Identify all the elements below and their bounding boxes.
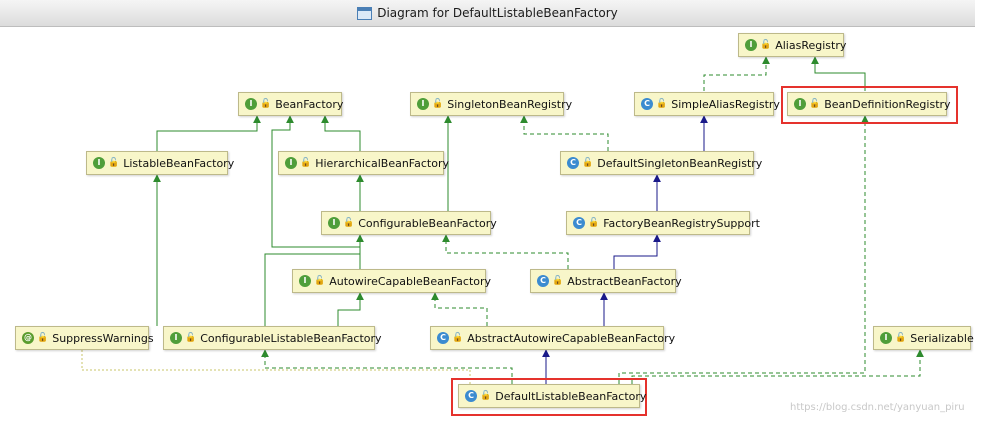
interface-icon: I	[745, 39, 757, 51]
lock-icon: 🔓	[552, 276, 564, 286]
node-label: AbstractAutowireCapableBeanFactory	[467, 331, 676, 345]
node-label: DefaultListableBeanFactory	[495, 389, 647, 403]
interface-icon: I	[93, 157, 105, 169]
edge-dlbf-to-beandefreg	[618, 115, 869, 384]
lock-icon: 🔓	[314, 276, 326, 286]
node-label: Serializable	[910, 331, 974, 345]
node-default-singleton-bean-registry[interactable]: C 🔓 DefaultSingletonBeanRegistry	[560, 151, 762, 175]
class-icon: C	[437, 332, 449, 344]
lock-icon: 🔓	[108, 158, 120, 168]
node-label: DefaultSingletonBeanRegistry	[597, 156, 763, 170]
lock-icon: 🔓	[809, 99, 821, 109]
node-alias-registry[interactable]: I 🔓 AliasRegistry	[738, 33, 847, 57]
node-bean-definition-registry[interactable]: I 🔓 BeanDefinitionRegistry	[787, 92, 951, 116]
node-singleton-bean-registry[interactable]: I 🔓 SingletonBeanRegistry	[410, 92, 572, 116]
node-label: FactoryBeanRegistrySupport	[603, 216, 760, 230]
node-label: SuppressWarnings	[52, 331, 154, 345]
lock-icon: 🔓	[588, 218, 600, 228]
node-suppress-warnings[interactable]: @ 🔓 SuppressWarnings	[15, 326, 154, 350]
interface-icon: I	[170, 332, 182, 344]
window-titlebar: Diagram for DefaultListableBeanFactory	[0, 0, 975, 27]
lock-icon: 🔓	[656, 99, 668, 109]
lock-icon: 🔓	[185, 333, 197, 343]
lock-icon: 🔓	[760, 40, 772, 50]
node-default-listable-bean-factory[interactable]: C 🔓 DefaultListableBeanFactory	[458, 384, 646, 408]
edge-suppresswarnings-annotation	[81, 350, 471, 396]
lock-icon: 🔓	[300, 158, 312, 168]
node-listable-bean-factory[interactable]: I 🔓 ListableBeanFactory	[86, 151, 234, 175]
node-label: BeanFactory	[275, 97, 344, 111]
lock-icon: 🔓	[452, 333, 464, 343]
node-abstract-autowire-capable-bean-factory[interactable]: C 🔓 AbstractAutowireCapableBeanFactory	[430, 326, 675, 350]
node-label: ListableBeanFactory	[123, 156, 235, 170]
node-label: SingletonBeanRegistry	[447, 97, 573, 111]
node-factory-bean-registry-support[interactable]: C 🔓 FactoryBeanRegistrySupport	[566, 211, 760, 235]
edge-listable-to-beanfactory	[156, 115, 261, 151]
node-configurable-listable-bean-factory[interactable]: I 🔓 ConfigurableListableBeanFactory	[163, 326, 382, 350]
watermark: https://blog.csdn.net/yanyuan_piru	[790, 402, 965, 413]
node-configurable-bean-factory[interactable]: I 🔓 ConfigurableBeanFactory	[321, 211, 497, 235]
node-bean-factory[interactable]: I 🔓 BeanFactory	[238, 92, 344, 116]
node-label: ConfigurableBeanFactory	[358, 216, 497, 230]
annotation-icon: @	[22, 332, 34, 344]
class-icon: C	[465, 390, 477, 402]
window-title: Diagram for DefaultListableBeanFactory	[377, 6, 618, 20]
lock-icon: 🔓	[432, 99, 444, 109]
interface-icon: I	[417, 98, 429, 110]
lock-icon: 🔓	[895, 333, 907, 343]
edge-abstractbf-to-factorybeanreg	[613, 234, 661, 269]
lock-icon: 🔓	[260, 99, 272, 109]
edge-abstractbf-to-configurable	[442, 234, 569, 269]
node-autowire-capable-bean-factory[interactable]: I 🔓 AutowireCapableBeanFactory	[292, 269, 491, 293]
interface-icon: I	[328, 217, 340, 229]
class-icon: C	[641, 98, 653, 110]
highlight-default-listable-bean-factory	[451, 378, 647, 416]
edge-clbf-to-configurable	[264, 234, 364, 326]
lock-icon: 🔓	[582, 158, 594, 168]
node-hierarchical-bean-factory[interactable]: I 🔓 HierarchicalBeanFactory	[278, 151, 449, 175]
edge-autowire-to-beanfactory	[271, 115, 361, 269]
node-label: HierarchicalBeanFactory	[315, 156, 449, 170]
node-simple-alias-registry[interactable]: C 🔓 SimpleAliasRegistry	[634, 92, 780, 116]
interface-icon: I	[245, 98, 257, 110]
edge-dlbf-to-clbf	[261, 349, 513, 384]
edge-simplealias-to-aliasreg	[703, 56, 770, 91]
class-icon: C	[567, 157, 579, 169]
node-abstract-bean-factory[interactable]: C 🔓 AbstractBeanFactory	[530, 269, 682, 293]
node-label: AbstractBeanFactory	[567, 274, 682, 288]
highlight-bean-definition-registry	[781, 86, 958, 124]
edge-hierarchical-to-beanfactory	[321, 115, 361, 151]
lock-icon: 🔓	[37, 333, 49, 343]
node-label: BeanDefinitionRegistry	[824, 97, 951, 111]
interface-icon: I	[880, 332, 892, 344]
interface-icon: I	[299, 275, 311, 287]
interface-icon: I	[794, 98, 806, 110]
lock-icon: 🔓	[480, 391, 492, 401]
edge-aacbf-to-autowire	[431, 292, 488, 326]
diagram-icon	[357, 6, 373, 20]
edge-defaultsingleton-to-singleton	[520, 115, 609, 151]
edge-clbf-to-autowire	[337, 292, 364, 326]
node-label: SimpleAliasRegistry	[671, 97, 780, 111]
interface-icon: I	[285, 157, 297, 169]
lock-icon: 🔓	[343, 218, 355, 228]
node-label: AutowireCapableBeanFactory	[329, 274, 492, 288]
node-label: ConfigurableListableBeanFactory	[200, 331, 382, 345]
class-icon: C	[573, 217, 585, 229]
node-label: AliasRegistry	[775, 38, 847, 52]
edge-beandefreg-to-aliasreg	[811, 56, 866, 91]
edge-dlbf-to-serializable	[631, 349, 924, 384]
class-icon: C	[537, 275, 549, 287]
node-serializable[interactable]: I 🔓 Serializable	[873, 326, 974, 350]
